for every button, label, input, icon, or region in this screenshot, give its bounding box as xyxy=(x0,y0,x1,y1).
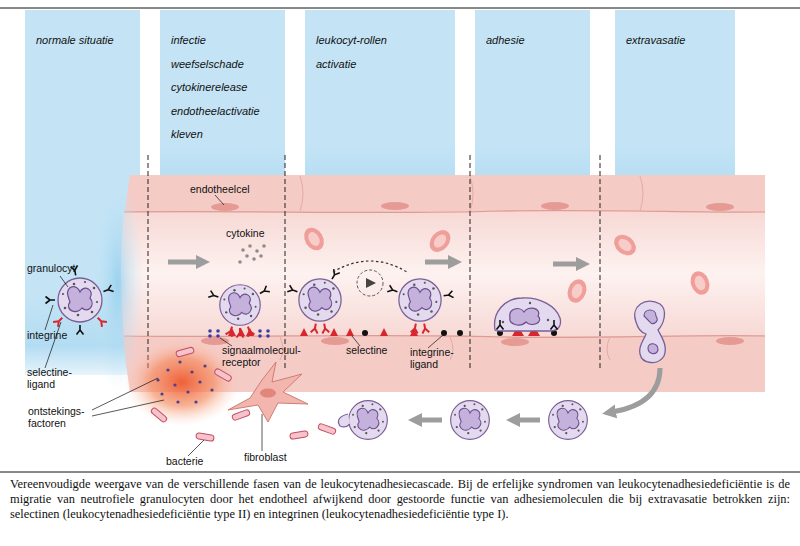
phase-label: adhesie xyxy=(486,34,590,47)
part-label: endotheelcel xyxy=(190,183,270,195)
figure-caption: Vereenvoudigde weergave van de verschill… xyxy=(10,477,790,522)
part-label: bacterie xyxy=(166,455,226,467)
part-label: integrine-ligand xyxy=(410,346,466,370)
phase-label: normale situatie xyxy=(36,34,140,47)
part-label: integrine xyxy=(27,329,87,341)
phase-label: extravasatie xyxy=(626,34,735,47)
phase-band: adhesie xyxy=(475,10,590,200)
phase-band: extravasatie xyxy=(615,10,735,200)
part-label: selectine xyxy=(346,344,406,356)
part-label: ontstekings-factoren xyxy=(28,405,98,429)
phase-label: infectie xyxy=(171,34,285,47)
phase-label: weefselschade xyxy=(171,58,285,71)
phase-band: leukocyt-rollen activatie xyxy=(305,10,455,200)
phase-label: activatie xyxy=(316,58,455,71)
phase-label: leukocyt-rollen xyxy=(316,34,455,47)
part-label: cytokine xyxy=(226,227,286,239)
part-label: signaalmolecuul-receptor xyxy=(222,344,312,368)
phase-band: normale situatie xyxy=(25,10,140,375)
part-label: granulocyt xyxy=(27,262,97,274)
phase-label: cytokinerelease xyxy=(171,81,285,94)
phase-band: infectie weefselschade cytokinerelease endo… xyxy=(160,10,285,200)
part-label: fibroblast xyxy=(244,451,304,463)
phase-label: endotheelactivatie xyxy=(171,105,285,118)
phase-label: kleven xyxy=(171,128,285,141)
part-label: selectine-ligand xyxy=(27,366,83,390)
